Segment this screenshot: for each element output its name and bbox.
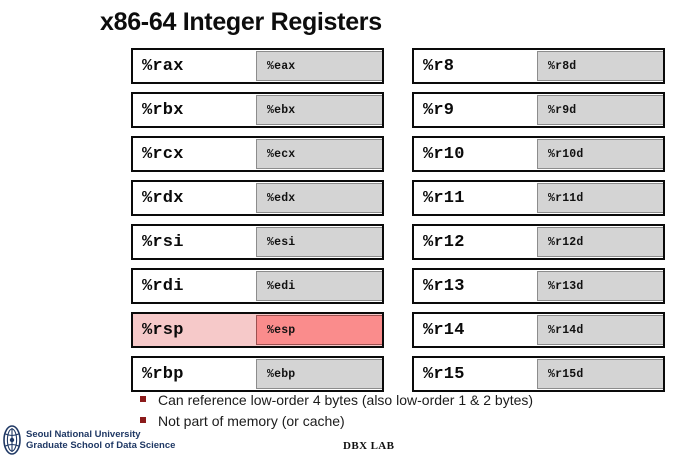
register-column-left: %rax %eax %rbx %ebx %rcx %ecx %rdx %edx %rsi %esi… — [131, 48, 384, 400]
register-name-64bit: %rax — [142, 56, 184, 76]
snu-logo: Seoul National University Graduate Schoo… — [2, 424, 175, 456]
register-name-32bit: %ebp — [256, 359, 382, 389]
register-row[interactable]: %r15 %r15d — [412, 356, 665, 392]
bullet-square-icon — [140, 396, 146, 402]
register-name-32bit: %eax — [256, 51, 382, 81]
register-row[interactable]: %rdx %edx — [131, 180, 384, 216]
register-name-64bit: %rdx — [142, 188, 184, 208]
snu-logo-line-2: Graduate School of Data Science — [26, 440, 176, 451]
bullet-text: Can reference low-order 4 bytes (also lo… — [158, 392, 534, 408]
register-name-32bit: %r15d — [537, 359, 663, 389]
register-row[interactable]: %r12 %r12d — [412, 224, 665, 260]
register-name-32bit: %esp — [256, 315, 382, 345]
register-name-32bit: %r10d — [537, 139, 663, 169]
register-row[interactable]: %rbx %ebx — [131, 92, 384, 128]
register-name-32bit: %esi — [256, 227, 382, 257]
register-name-64bit: %rbp — [142, 364, 184, 384]
register-name-32bit: %edx — [256, 183, 382, 213]
register-name-64bit: %r14 — [423, 320, 465, 340]
snu-crest-icon — [2, 424, 22, 456]
page-title: x86-64 Integer Registers — [100, 8, 382, 36]
snu-logo-line-1: Seoul National University — [26, 428, 141, 440]
register-row[interactable]: %r10 %r10d — [412, 136, 665, 172]
register-name-64bit: %r12 — [423, 232, 465, 252]
register-name-64bit: %rcx — [142, 144, 184, 164]
register-row[interactable]: %rdi %edi — [131, 268, 384, 304]
snu-logo-text: Seoul National University Graduate Schoo… — [26, 429, 175, 451]
register-row[interactable]: %r8 %r8d — [412, 48, 665, 84]
register-row[interactable]: %rcx %ecx — [131, 136, 384, 172]
register-name-64bit: %r8 — [423, 56, 455, 76]
register-name-32bit: %ecx — [256, 139, 382, 169]
register-name-64bit: %r10 — [423, 144, 465, 164]
register-row[interactable]: %r9 %r9d — [412, 92, 665, 128]
register-name-32bit: %r11d — [537, 183, 663, 213]
bullet-square-icon — [140, 417, 146, 423]
register-name-64bit: %rbx — [142, 100, 184, 120]
register-name-32bit: %edi — [256, 271, 382, 301]
register-row[interactable]: %r13 %r13d — [412, 268, 665, 304]
bullet-text: Not part of memory (or cache) — [158, 413, 345, 429]
bullet-list: Can reference low-order 4 bytes (also lo… — [140, 392, 533, 434]
register-name-32bit: %r8d — [537, 51, 663, 81]
register-row[interactable]: %rsp %esp — [131, 312, 384, 348]
lab-name-footer: DBX LAB — [343, 440, 395, 452]
register-row[interactable]: %r14 %r14d — [412, 312, 665, 348]
register-name-64bit: %r13 — [423, 276, 465, 296]
register-name-64bit: %r15 — [423, 364, 465, 384]
register-column-right: %r8%r8d%r9%r9d%r10%r10d%r11%r11d%r12%r12… — [412, 48, 665, 400]
register-name-32bit: %r12d — [537, 227, 663, 257]
register-name-64bit: %rdi — [142, 276, 184, 296]
bullet-item: Can reference low-order 4 bytes (also lo… — [140, 392, 533, 413]
register-name-32bit: %ebx — [256, 95, 382, 125]
register-name-64bit: %rsi — [142, 232, 184, 252]
register-row[interactable]: %rsi %esi — [131, 224, 384, 260]
register-name-64bit: %rsp — [142, 320, 184, 340]
register-name-64bit: %r9 — [423, 100, 455, 120]
bullet-item: Not part of memory (or cache) — [140, 413, 533, 434]
register-row[interactable]: %rbp %ebp — [131, 356, 384, 392]
register-name-64bit: %r11 — [423, 188, 465, 208]
register-row[interactable]: %r11 %r11d — [412, 180, 665, 216]
register-name-32bit: %r14d — [537, 315, 663, 345]
register-name-32bit: %r13d — [537, 271, 663, 301]
register-row[interactable]: %rax %eax — [131, 48, 384, 84]
register-name-32bit: %r9d — [537, 95, 663, 125]
